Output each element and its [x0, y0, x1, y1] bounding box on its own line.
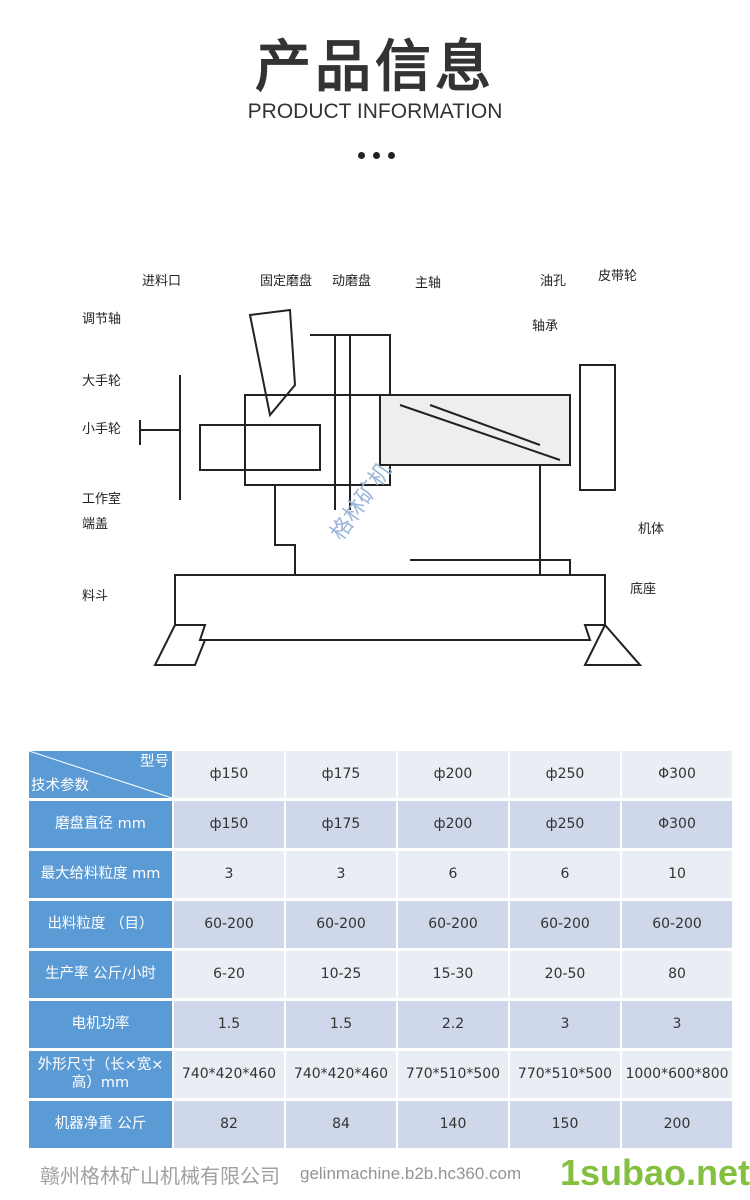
company-watermark: 赣州格林矿山机械有限公司	[40, 1164, 280, 1188]
model-header: ф175	[286, 751, 396, 798]
end-housing	[199, 424, 321, 471]
model-header: ф200	[398, 751, 508, 798]
table-cell: 1.5	[174, 1001, 284, 1048]
model-header: Φ300	[622, 751, 732, 798]
corner-bottom-label: 技术参数	[31, 777, 89, 794]
label-work-chamber: 工作室	[82, 491, 121, 507]
table-cell: 60-200	[174, 901, 284, 948]
label-big-handwheel: 大手轮	[82, 374, 121, 389]
table-cell: 60-200	[398, 901, 508, 948]
table-cell: 3	[622, 1001, 732, 1048]
table-cell: 2.2	[398, 1001, 508, 1048]
label-adjust-shaft: 调节轴	[82, 312, 121, 327]
table-cell: 200	[622, 1101, 732, 1148]
label-end-cover: 端盖	[82, 517, 108, 532]
label-feed-inlet: 进料口	[142, 274, 181, 289]
url-watermark: gelinmachine.b2b.hc360.com	[300, 1164, 522, 1183]
table-cell: ф175	[286, 801, 396, 848]
table-cell: Φ300	[622, 801, 732, 848]
row-label: 磨盘直径 mm	[29, 801, 172, 848]
table-cell: 140	[398, 1101, 508, 1148]
table-cell: 3	[286, 851, 396, 898]
table-cell: 740*420*460	[174, 1051, 284, 1098]
page-title: 产品信息	[255, 35, 495, 100]
dots-divider	[358, 152, 395, 159]
table-cell: 6-20	[174, 951, 284, 998]
table-cell: 150	[510, 1101, 620, 1148]
label-bearing: 轴承	[532, 319, 558, 334]
label-moving-disc: 动磨盘	[332, 273, 371, 289]
label-small-handwheel: 小手轮	[82, 422, 121, 437]
table-cell: 1000*600*800	[622, 1051, 732, 1098]
model-header: ф250	[510, 751, 620, 798]
label-oil-hole: 油孔	[540, 274, 566, 289]
table-cell: 20-50	[510, 951, 620, 998]
label-base: 底座	[630, 581, 656, 597]
table-cell: 6	[510, 851, 620, 898]
corner-cell: 型号 技术参数	[29, 751, 172, 798]
table-cell: 80	[622, 951, 732, 998]
row-label: 出料粒度 （目）	[29, 901, 172, 948]
label-main-shaft: 主轴	[415, 276, 441, 291]
label-body: 机体	[638, 522, 664, 537]
table-cell: 60-200	[286, 901, 396, 948]
machine-diagram: 格林矿机 进料口 调节轴 大手轮 小手轮 工作室 端盖 料斗 固定磨盘 动磨盘 …	[82, 269, 664, 666]
table-cell: 770*510*500	[398, 1051, 508, 1098]
table-cell: 84	[286, 1101, 396, 1148]
diagram-watermark: 格林矿机	[326, 459, 397, 545]
table-cell: ф250	[510, 801, 620, 848]
table-cell: 770*510*500	[510, 1051, 620, 1098]
table-cell: 6	[398, 851, 508, 898]
table-cell: ф150	[174, 801, 284, 848]
table-cell: 60-200	[622, 901, 732, 948]
page-subtitle: PRODUCT INFORMATION	[247, 100, 503, 123]
pulley	[579, 364, 616, 491]
base	[153, 574, 643, 666]
table-cell: 60-200	[510, 901, 620, 948]
row-label: 外形尺寸（长×宽×高）mm	[29, 1051, 172, 1098]
row-label: 生产率 公斤/小时	[29, 951, 172, 998]
table-cell: 3	[174, 851, 284, 898]
label-fixed-disc: 固定磨盘	[260, 273, 312, 289]
table-cell: ф200	[398, 801, 508, 848]
corner-top-label: 型号	[140, 754, 169, 770]
row-label: 机器净重 公斤	[29, 1101, 172, 1148]
row-label: 最大给料粒度 mm	[29, 851, 172, 898]
table-cell: 1.5	[286, 1001, 396, 1048]
site-watermark: 1subao.net	[560, 1152, 750, 1193]
table-cell: 3	[510, 1001, 620, 1048]
table-cell: 10	[622, 851, 732, 898]
table-cell: 82	[174, 1101, 284, 1148]
spec-table: 型号 技术参数 ф150 ф175 ф200 ф250 Φ300 磨盘直径 mm…	[27, 748, 734, 1151]
table-cell: 10-25	[286, 951, 396, 998]
chamber	[244, 334, 391, 486]
label-pulley: 皮带轮	[598, 269, 637, 284]
table-header-row: 型号 技术参数 ф150 ф175 ф200 ф250 Φ300	[29, 751, 732, 798]
label-hopper: 料斗	[82, 589, 108, 604]
row-label: 电机功率	[29, 1001, 172, 1048]
table-cell: 740*420*460	[286, 1051, 396, 1098]
feed-inlet	[248, 308, 297, 418]
table-cell: 15-30	[398, 951, 508, 998]
model-header: ф150	[174, 751, 284, 798]
